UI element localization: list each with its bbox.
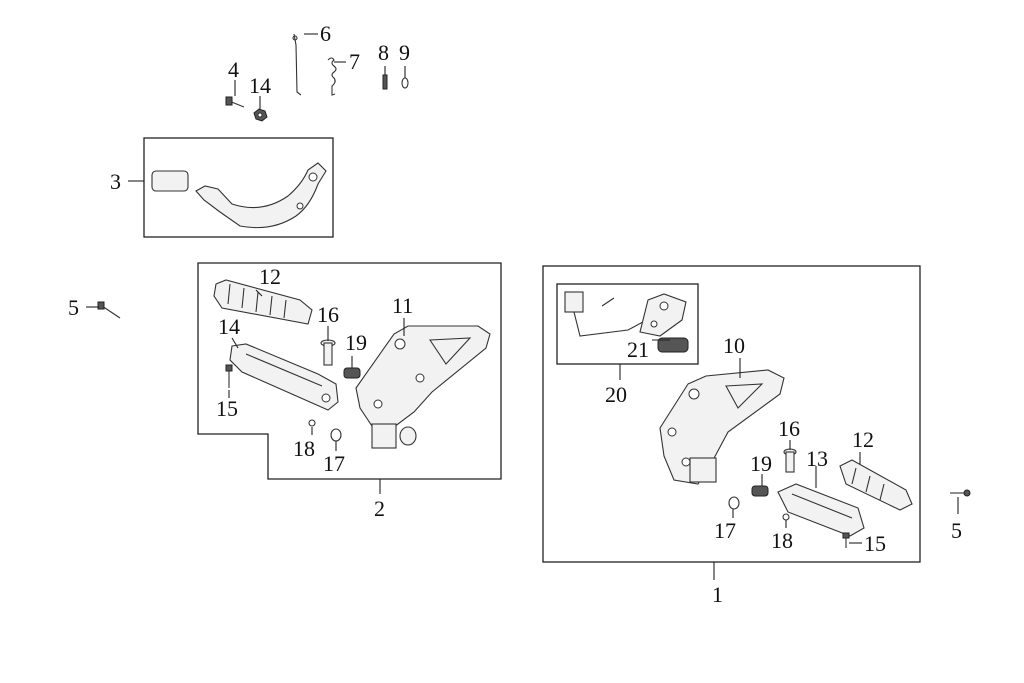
- callout-20: 20: [605, 382, 627, 407]
- washer-part-9: [401, 77, 409, 89]
- callout-18-left: 18: [293, 436, 315, 461]
- callout-18-right: 18: [771, 528, 793, 553]
- callout-labels: 1 2 3 4 5 5 6 7 8 9 10 11 12 12 13 14 14…: [68, 21, 962, 607]
- callout-12-left: 12: [259, 264, 281, 289]
- footrest-bracket-part-10: [659, 369, 785, 485]
- footrest-part-13: [777, 483, 865, 537]
- callout-1: 1: [712, 582, 723, 607]
- pin-part-16-left: [320, 339, 336, 366]
- washer-part-17-right: [728, 496, 740, 510]
- callout-21: 21: [627, 337, 649, 362]
- clip-part-18-left: [308, 419, 316, 427]
- brake-lever-subassembly-box: [556, 283, 699, 365]
- callout-17-right: 17: [714, 518, 736, 543]
- callout-7: 7: [349, 49, 360, 74]
- callout-5-right: 5: [951, 518, 962, 543]
- callout-8: 8: [378, 40, 389, 65]
- callout-14-left: 14: [218, 314, 240, 339]
- callout-16-left: 16: [317, 302, 339, 327]
- bolt-part-15-left: [225, 364, 233, 388]
- bolt-part-15-right: [842, 532, 850, 548]
- callout-19-left: 19: [345, 330, 367, 355]
- callout-13: 13: [806, 446, 828, 471]
- spring-part-19-left: [343, 367, 361, 379]
- callout-19-right: 19: [750, 451, 772, 476]
- washer-part-17-left: [330, 428, 342, 442]
- callout-15-left: 15: [216, 396, 238, 421]
- spring-part-7: [327, 57, 337, 96]
- footrest-rubber-part-12-right: [839, 459, 913, 511]
- spring-part-21: [657, 337, 689, 353]
- brake-lever-part-20: [564, 291, 687, 337]
- callout-16-right: 16: [778, 416, 800, 441]
- callout-12-right: 12: [852, 427, 874, 452]
- brake-pedal-part-3: [151, 162, 327, 229]
- pin-part-8: [382, 74, 388, 90]
- brake-pedal-group-box: [143, 137, 334, 238]
- footrest-part-14-left: [229, 343, 339, 411]
- callout-15-right: 15: [864, 531, 886, 556]
- callout-4: 4: [228, 57, 239, 82]
- footrest-bracket-part-11: [355, 325, 491, 449]
- callout-2: 2: [374, 496, 385, 521]
- clip-part-18-right: [782, 513, 790, 521]
- spring-part-19-right: [751, 485, 769, 497]
- callout-5-left: 5: [68, 295, 79, 320]
- callout-3: 3: [110, 169, 121, 194]
- bolt-part-4: [225, 96, 245, 108]
- left-footrest-assembly-box: [197, 262, 502, 480]
- leader-lines: [86, 33, 959, 580]
- callout-9: 9: [399, 40, 410, 65]
- callout-10: 10: [723, 333, 745, 358]
- bolt-part-5-right: [950, 489, 971, 497]
- footrest-rubber-part-12-left: [213, 279, 313, 325]
- right-footrest-assembly-box: [542, 265, 921, 563]
- rod-part-6: [292, 33, 302, 96]
- bolt-part-5-left: [97, 301, 121, 319]
- callout-17-left: 17: [323, 451, 345, 476]
- callout-6: 6: [320, 21, 331, 46]
- pin-part-16-right: [783, 448, 797, 473]
- callout-11: 11: [392, 293, 413, 318]
- nut-part-14: [253, 108, 268, 122]
- callout-14-top: 14: [249, 73, 271, 98]
